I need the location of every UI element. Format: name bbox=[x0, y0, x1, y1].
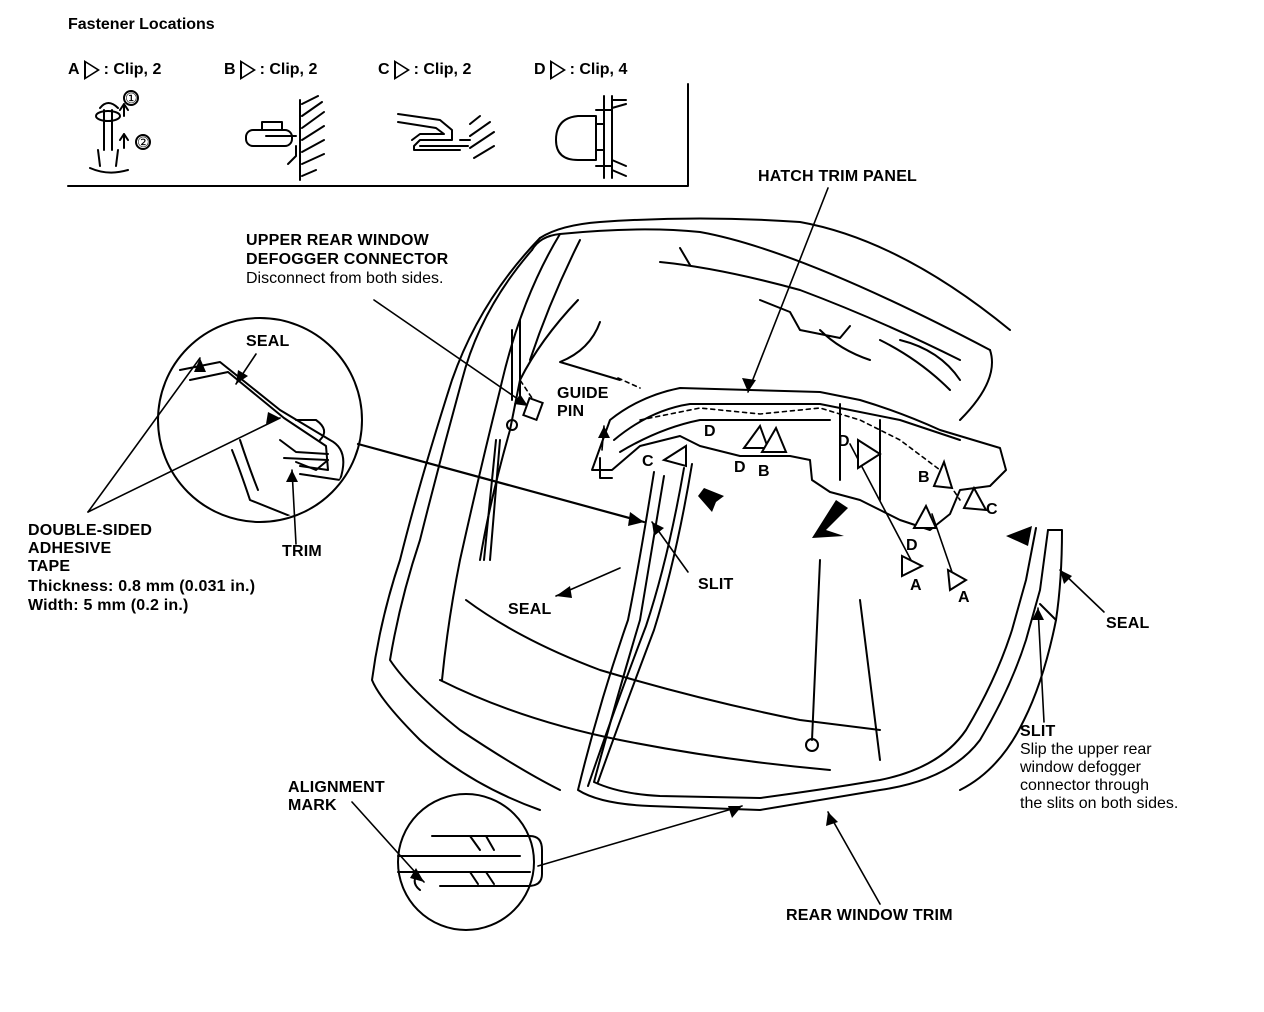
legend-text: : Clip, 2 bbox=[259, 61, 318, 79]
legend-letter: C bbox=[378, 61, 390, 79]
step-two-marker: ② bbox=[137, 134, 150, 150]
legend-text: : Clip, 4 bbox=[569, 61, 628, 79]
slit-note-line4: the slits on both sides. bbox=[1020, 795, 1179, 812]
guide-pin-label-line2: PIN bbox=[557, 403, 585, 420]
clip-markers bbox=[661, 423, 988, 592]
defogger-connector-label-line2: DEFOGGER CONNECTOR bbox=[246, 251, 449, 268]
clip-triangle-icon bbox=[549, 60, 566, 80]
clip-triangle-icon bbox=[239, 60, 256, 80]
clip-a-illustration bbox=[89, 90, 151, 174]
step-one-marker: ① bbox=[125, 90, 138, 106]
hatch-frame bbox=[371, 217, 1011, 811]
legend-item-d: D : Clip, 4 bbox=[534, 60, 627, 80]
clip-callout-d: D bbox=[704, 423, 716, 440]
slit-label-right: SLIT bbox=[1020, 723, 1056, 740]
detail-arrow bbox=[356, 442, 646, 524]
hatch-trim-panel-shape bbox=[591, 387, 1007, 531]
clip-callout-a: A bbox=[958, 589, 970, 606]
hatch-trim-panel-label: HATCH TRIM PANEL bbox=[758, 168, 918, 185]
alignment-detail-circle bbox=[397, 793, 535, 931]
legend-frame bbox=[67, 83, 689, 187]
clip-callout-d: D bbox=[734, 459, 746, 476]
clip-c-illustration bbox=[397, 113, 495, 159]
slit-note-line2: window defogger bbox=[1020, 759, 1141, 776]
clip-callout-d: D bbox=[906, 537, 918, 554]
alignment-detail-lines bbox=[397, 835, 543, 891]
clip-callout-b: B bbox=[758, 463, 770, 480]
seal-detail-lines bbox=[179, 361, 345, 520]
defogger-connector-label-line1: UPPER REAR WINDOW bbox=[246, 232, 429, 249]
clip-callout-c: C bbox=[986, 501, 998, 518]
rear-window-trim-label: REAR WINDOW TRIM bbox=[786, 907, 953, 924]
tape-label-line3: TAPE bbox=[28, 558, 71, 575]
tape-width: Width: 5 mm (0.2 in.) bbox=[28, 597, 189, 614]
tape-label-line2: ADHESIVE bbox=[28, 540, 112, 557]
seal-detail-circle bbox=[157, 317, 363, 523]
clip-callout-a: A bbox=[910, 577, 922, 594]
clip-callout-c: C bbox=[642, 453, 654, 470]
slit-note-line1: Slip the upper rear bbox=[1020, 741, 1152, 758]
alignment-mark-label-line2: MARK bbox=[288, 797, 337, 814]
trim-label: TRIM bbox=[282, 543, 322, 560]
legend-letter: D bbox=[534, 61, 546, 79]
clip-callout-d: D bbox=[838, 433, 850, 450]
legend-item-b: B : Clip, 2 bbox=[224, 60, 317, 80]
arrow-heads bbox=[194, 358, 1072, 882]
clip-callout-b: B bbox=[918, 469, 930, 486]
tape-label-line1: DOUBLE-SIDED bbox=[28, 522, 153, 539]
seal-label-detail: SEAL bbox=[246, 333, 290, 350]
legend-letter: A bbox=[68, 61, 80, 79]
clip-d-illustration bbox=[555, 95, 627, 179]
slit-note-line3: connector through bbox=[1020, 777, 1149, 794]
seal-label-left: SEAL bbox=[508, 601, 552, 618]
legend-text: : Clip, 2 bbox=[413, 61, 472, 79]
legend-item-a: A : Clip, 2 bbox=[68, 60, 161, 80]
legend-text: : Clip, 2 bbox=[103, 61, 162, 79]
alignment-mark-label-line1: ALIGNMENT bbox=[288, 779, 385, 796]
legend-title: Fastener Locations bbox=[68, 16, 215, 33]
clip-triangle-icon bbox=[83, 60, 100, 80]
slit-label-center: SLIT bbox=[698, 576, 734, 593]
legend-letter: B bbox=[224, 61, 236, 79]
guide-pin-label-line1: GUIDE bbox=[557, 385, 609, 402]
clip-b-illustration bbox=[245, 95, 325, 181]
defogger-connector-note: Disconnect from both sides. bbox=[246, 270, 444, 287]
legend-item-c: C : Clip, 2 bbox=[378, 60, 471, 80]
tape-thickness: Thickness: 0.8 mm (0.031 in.) bbox=[28, 578, 256, 595]
clip-triangle-icon bbox=[393, 60, 410, 80]
seal-label-right: SEAL bbox=[1106, 615, 1150, 632]
leader-lines bbox=[87, 187, 1105, 905]
